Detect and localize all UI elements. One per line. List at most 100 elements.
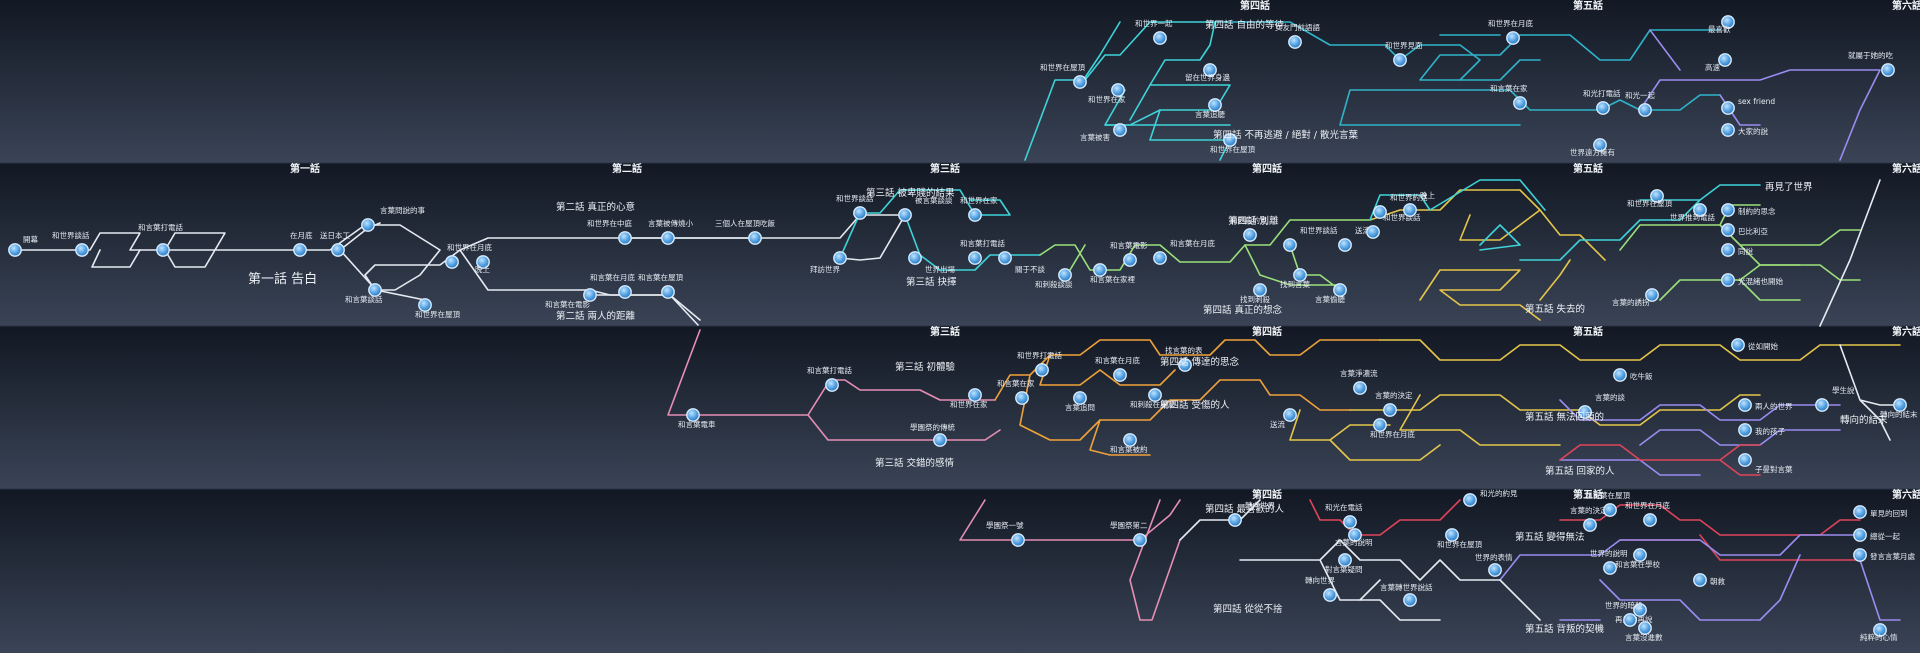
- node-marker[interactable]: [1113, 123, 1127, 137]
- node-marker[interactable]: [853, 206, 867, 220]
- route-node[interactable]: 對言葉疑問: [1325, 553, 1363, 574]
- node-marker[interactable]: [1721, 273, 1735, 287]
- node-marker[interactable]: [1348, 528, 1362, 542]
- route-node[interactable]: 吃牛飯: [1613, 368, 1653, 382]
- route-node[interactable]: 和世界在屋頂: [1627, 189, 1672, 208]
- node-marker[interactable]: [1693, 203, 1707, 217]
- node-marker[interactable]: [1323, 588, 1337, 602]
- node-marker[interactable]: [1208, 98, 1222, 112]
- node-marker[interactable]: [1383, 403, 1397, 417]
- route-node[interactable]: 轉向世界: [1228, 500, 1276, 527]
- route-node[interactable]: 純粹的心情: [1860, 623, 1898, 642]
- route-node[interactable]: 和言葉在電影: [545, 288, 597, 309]
- node-marker[interactable]: [933, 433, 947, 447]
- route-node[interactable]: 和世界在月底: [445, 242, 493, 269]
- route-node[interactable]: 和世界談話: [1366, 212, 1421, 239]
- node-marker[interactable]: [1853, 505, 1867, 519]
- route-node[interactable]: 送流: [1270, 408, 1297, 429]
- route-node[interactable]: 和刺殺的見: [1230, 215, 1268, 242]
- node-marker[interactable]: [331, 243, 345, 257]
- route-node[interactable]: 言葉偷聽: [1315, 283, 1347, 304]
- route-node[interactable]: 言葉問說的事: [361, 205, 426, 232]
- route-node[interactable]: 和世界在家: [960, 195, 998, 222]
- route-node[interactable]: 留在世界身邊: [1185, 63, 1230, 82]
- route-node[interactable]: 和世界見面: [1385, 40, 1423, 67]
- route-node[interactable]: 學園祭一號: [986, 520, 1025, 547]
- route-node[interactable]: 和世界在家: [950, 388, 988, 409]
- node-marker[interactable]: [1403, 203, 1417, 217]
- node-marker[interactable]: [968, 251, 982, 265]
- route-node[interactable]: 找言葉的表: [1165, 345, 1203, 372]
- route-node[interactable]: 和言葉在月底: [590, 272, 635, 299]
- node-marker[interactable]: [825, 378, 839, 392]
- node-marker[interactable]: [1253, 283, 1267, 297]
- route-node[interactable]: 和言葉電車: [678, 408, 716, 429]
- node-marker[interactable]: [1603, 503, 1617, 517]
- node-marker[interactable]: [1373, 418, 1387, 432]
- route-node[interactable]: 和言葉在屋頂: [638, 272, 683, 299]
- route-node[interactable]: 和世界在屋頂: [1437, 528, 1482, 549]
- route-node[interactable]: 和言葉打電話: [138, 222, 183, 257]
- route-node[interactable]: sex friend: [1721, 97, 1776, 115]
- node-marker[interactable]: [1463, 493, 1477, 507]
- node-marker[interactable]: [1881, 63, 1895, 77]
- node-marker[interactable]: [618, 231, 632, 245]
- route-node[interactable]: 和言葉在家: [1490, 83, 1528, 110]
- node-marker[interactable]: [1333, 283, 1347, 297]
- route-node[interactable]: 和世界談話: [52, 230, 90, 257]
- node-marker[interactable]: [1645, 288, 1659, 302]
- route-node[interactable]: 和世界在月底: [1488, 18, 1533, 45]
- route-node[interactable]: 和言葉被約: [1110, 433, 1148, 454]
- node-marker[interactable]: [661, 285, 675, 299]
- route-node[interactable]: 言葉被害: [1080, 123, 1127, 142]
- route-node[interactable]: 朝救: [1693, 573, 1726, 587]
- node-marker[interactable]: [1203, 63, 1217, 77]
- node-marker[interactable]: [1488, 563, 1502, 577]
- node-marker[interactable]: [1613, 368, 1627, 382]
- route-node[interactable]: 和言葉電影: [1110, 240, 1148, 267]
- node-marker[interactable]: [583, 288, 597, 302]
- route-node[interactable]: 和光一起: [1625, 90, 1655, 117]
- node-marker[interactable]: [1223, 133, 1237, 147]
- route-node[interactable]: 和刺殺談談: [1035, 268, 1073, 289]
- route-node[interactable]: 世界的說明: [1590, 548, 1628, 575]
- route-node[interactable]: 兩人的世界: [1738, 398, 1793, 412]
- node-marker[interactable]: [1693, 573, 1707, 587]
- route-node[interactable]: 學生說: [1815, 385, 1855, 412]
- node-marker[interactable]: [1058, 268, 1072, 282]
- node-marker[interactable]: [1153, 251, 1167, 265]
- node-marker[interactable]: [1393, 53, 1407, 67]
- node-marker[interactable]: [1738, 453, 1752, 467]
- route-node[interactable]: 言葉的說明: [1335, 528, 1373, 547]
- route-node[interactable]: 和刺殺在屋頂: [1130, 388, 1175, 409]
- route-node[interactable]: 和世界談話: [836, 193, 874, 220]
- node-marker[interactable]: [618, 285, 632, 299]
- node-marker[interactable]: [1243, 228, 1257, 242]
- route-node[interactable]: 世界推到電話: [1670, 203, 1715, 222]
- route-node[interactable]: 和世界在屋頂: [415, 298, 460, 319]
- node-marker[interactable]: [1815, 398, 1829, 412]
- node-marker[interactable]: [1578, 405, 1592, 419]
- route-node[interactable]: 同說: [1721, 243, 1754, 257]
- route-node[interactable]: 三個人在屋頂吃飯: [715, 218, 775, 245]
- node-marker[interactable]: [1288, 35, 1302, 49]
- route-node[interactable]: 大家的說: [1721, 123, 1769, 137]
- node-marker[interactable]: [1343, 515, 1357, 529]
- route-node[interactable]: 總從一起: [1853, 528, 1901, 542]
- route-node[interactable]: 找到言葉: [1280, 268, 1310, 289]
- route-node[interactable]: 和世界在月底: [1625, 500, 1670, 527]
- node-marker[interactable]: [1353, 381, 1367, 395]
- route-node[interactable]: 高速: [1705, 53, 1732, 72]
- node-marker[interactable]: [1133, 533, 1147, 547]
- route-node[interactable]: 和言葉談話: [345, 283, 383, 304]
- route-node[interactable]: 和世界在中庭: [587, 218, 632, 245]
- node-marker[interactable]: [476, 255, 490, 269]
- node-marker[interactable]: [661, 231, 675, 245]
- node-marker[interactable]: [686, 408, 700, 422]
- node-marker[interactable]: [1073, 391, 1087, 405]
- node-marker[interactable]: [1596, 101, 1610, 115]
- node-marker[interactable]: [1593, 138, 1607, 152]
- route-node[interactable]: 單見的回到: [1853, 505, 1908, 519]
- node-marker[interactable]: [1893, 398, 1907, 412]
- node-marker[interactable]: [1148, 388, 1162, 402]
